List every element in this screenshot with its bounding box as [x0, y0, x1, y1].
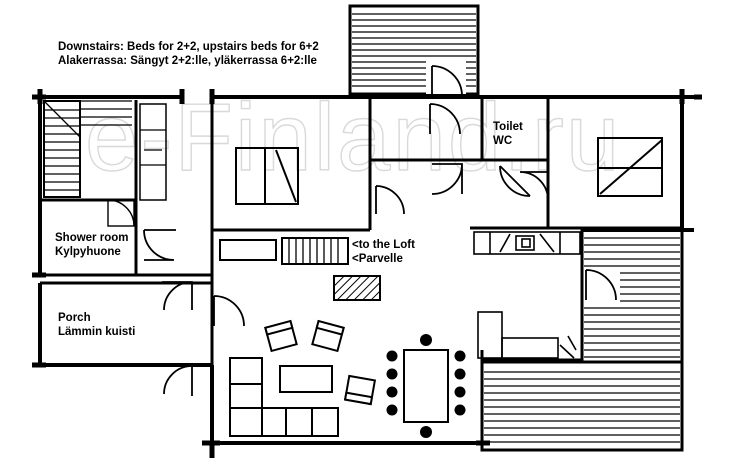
shower-label-fi: Kylpyhuone: [55, 246, 121, 258]
loft-label-fi: <Parvelle: [352, 253, 403, 265]
fireplace: [333, 275, 381, 301]
porch-label-fi: Lämmin kuisti: [58, 326, 135, 338]
bench: [107, 199, 135, 227]
kitchen-counter: [473, 231, 581, 359]
bed-double-left: [235, 147, 299, 205]
coffee-table: [279, 365, 333, 393]
right-terrace: [580, 226, 684, 364]
armchairs: [264, 319, 377, 406]
exterior-walls: [38, 95, 694, 450]
top-terrace: [348, 4, 480, 96]
stairs-left: [43, 100, 167, 201]
bed-double-right: [597, 137, 663, 197]
interior-walls: [40, 97, 582, 450]
dining-set: [386, 334, 466, 438]
bottom-terrace: [480, 360, 684, 452]
corner-sofa: [229, 357, 339, 437]
toilet-label-en: Toilet: [493, 121, 523, 133]
porch-label-en: Porch: [58, 312, 91, 324]
header-line-1: Downstairs: Beds for 2+2, upstairs beds …: [58, 41, 319, 53]
toilet-label-fi: WC: [493, 135, 512, 147]
wall-bench: [219, 239, 277, 261]
loft-label-en: <to the Loft: [352, 239, 415, 251]
doors: [143, 65, 617, 396]
stairs-loft: [281, 237, 349, 265]
header-line-2: Alakerrassa: Sängyt 2+2:lle, yläkerrassa…: [58, 55, 317, 67]
shower-label-en: Shower room: [55, 232, 128, 244]
